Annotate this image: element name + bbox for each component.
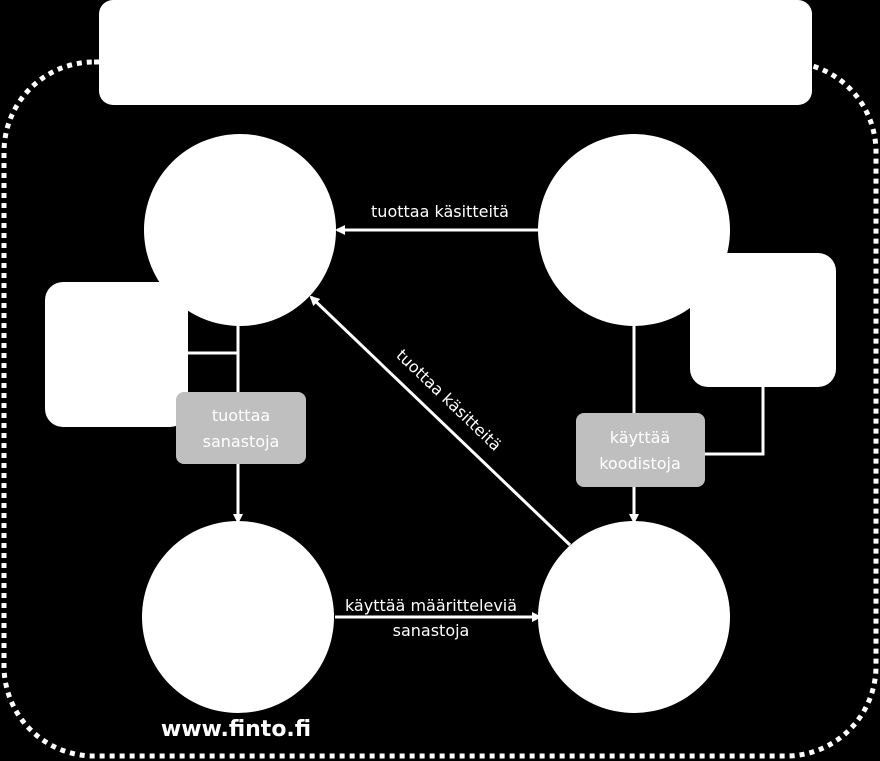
- label-box-right-line2: koodistoja: [599, 454, 681, 473]
- node-top-right: [538, 134, 730, 326]
- node-top-left: [144, 134, 336, 326]
- edge-top-label: tuottaa käsitteitä: [371, 202, 509, 221]
- dotted-frame: [1, 59, 879, 759]
- square-right: [690, 253, 836, 387]
- label-box-left-line2: sanastoja: [203, 432, 280, 451]
- label-box-right-line1: käyttää: [610, 428, 670, 447]
- node-bottom-left: [142, 521, 334, 713]
- site-url: www.finto.fi: [161, 717, 311, 742]
- square-left: [45, 282, 188, 427]
- label-box-right: [576, 413, 705, 487]
- edge-bottom-label-line2: sanastoja: [393, 621, 470, 640]
- node-bottom-right: [538, 521, 730, 713]
- title-banner: [99, 0, 812, 105]
- label-box-left-line1: tuottaa: [212, 406, 270, 425]
- edge-bottom-label-line1: käyttää määritteleviä: [345, 596, 517, 615]
- edge-diagonal-label: tuottaa käsitteitä: [392, 345, 505, 454]
- edge-diagonal-arrow: [309, 295, 572, 547]
- label-box-left: [176, 392, 306, 464]
